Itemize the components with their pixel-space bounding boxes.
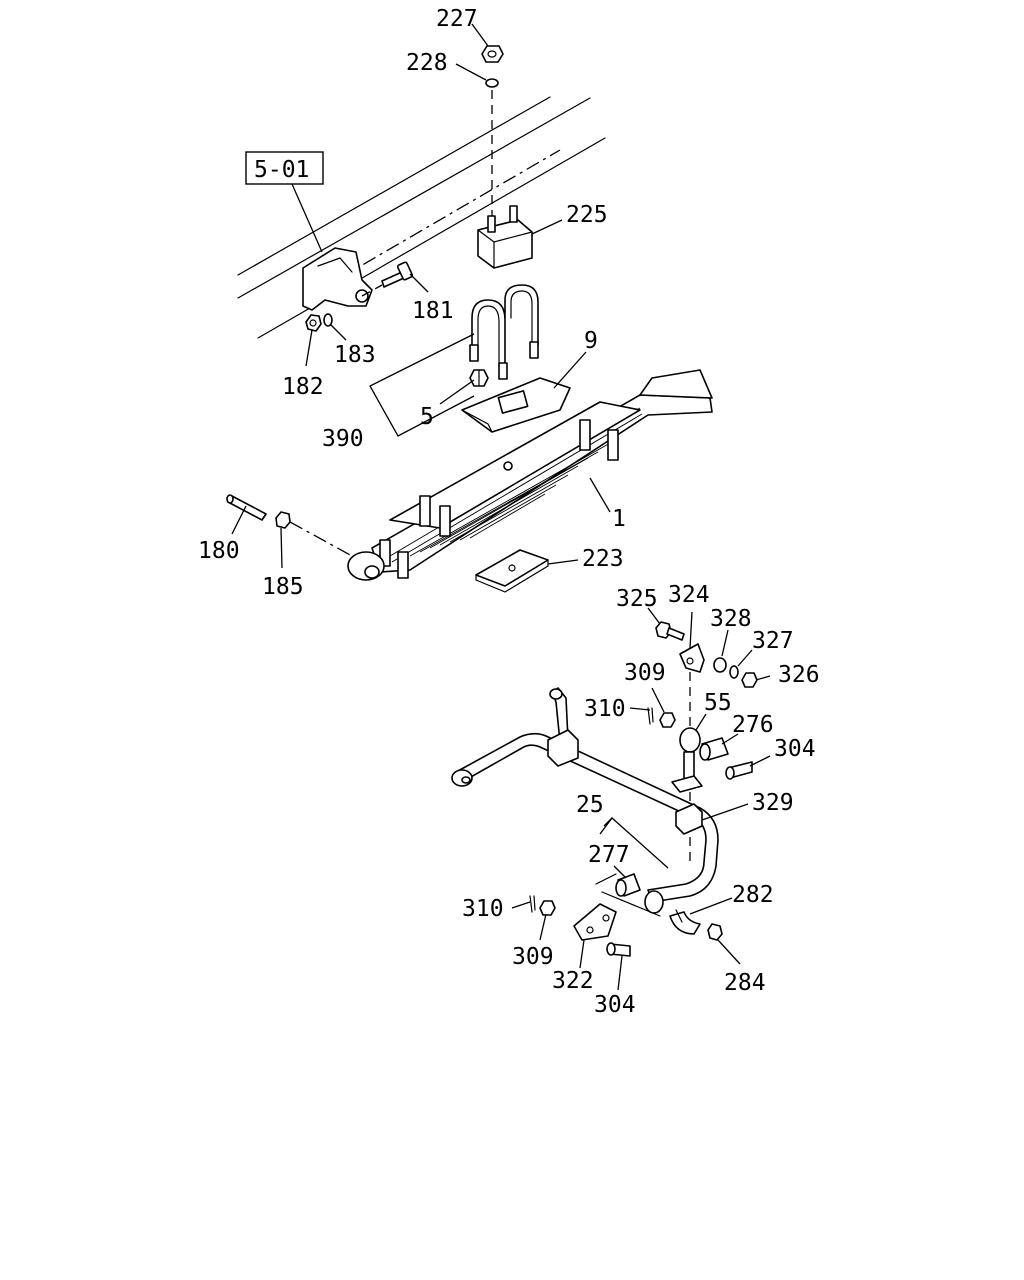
nut-309-upper (659, 712, 676, 728)
washer-328 (713, 657, 727, 673)
callout-181: 181 (412, 298, 454, 324)
bracket-322 (573, 903, 617, 941)
callout-276: 276 (732, 712, 774, 738)
callout-180: 180 (198, 538, 240, 564)
bolt-304-upper (725, 761, 753, 780)
bracket-324 (679, 643, 705, 673)
nut-5 (469, 369, 489, 387)
callout-183: 183 (334, 342, 376, 368)
callout-25: 25 (576, 792, 604, 818)
callout-5: 5 (420, 404, 434, 430)
clamp-282 (669, 909, 701, 935)
spring-hanger-bracket (302, 247, 373, 311)
callout-390: 390 (322, 426, 364, 452)
bolt-304-lower (606, 942, 631, 957)
callout-223: 223 (582, 546, 624, 572)
pin-180 (226, 494, 267, 521)
callout-325: 325 (616, 586, 658, 612)
nut-309-lower (539, 900, 556, 916)
callout-228: 228 (406, 50, 448, 76)
callout-329: 329 (752, 790, 794, 816)
callout-185: 185 (262, 574, 304, 600)
bolt-181 (361, 261, 414, 297)
callout-277: 277 (588, 842, 630, 868)
callout-310-lower: 310 (462, 896, 504, 922)
callout-309-upper: 309 (624, 660, 666, 686)
callout-324: 324 (668, 582, 710, 608)
pin-310-upper (647, 707, 654, 725)
callout-326: 326 (778, 662, 820, 688)
leaf-spring-1 (347, 369, 713, 581)
bushing-end (644, 890, 664, 914)
reference-box-5-01[interactable]: 5-01 (245, 151, 324, 253)
bolt-325 (655, 621, 685, 641)
pad-223 (475, 549, 549, 593)
nut-182 (305, 314, 322, 332)
bushing-277 (595, 873, 661, 917)
callout-225: 225 (566, 202, 608, 228)
stabilizer-bar (451, 687, 719, 903)
saddle-plate-9 (461, 377, 571, 433)
bumper-225 (477, 205, 533, 269)
callout-labels: 227 228 225 181 183 182 9 5 390 1 180 18… (198, 6, 820, 1018)
leader-lines (231, 23, 771, 991)
callout-327: 327 (752, 628, 794, 654)
bolt-284 (707, 923, 723, 941)
nut-326 (741, 672, 758, 688)
callout-322: 322 (552, 968, 594, 994)
callout-9: 9 (584, 328, 598, 354)
bolt-185 (275, 511, 353, 557)
callout-55: 55 (704, 690, 732, 716)
nut-227 (481, 45, 504, 63)
callout-227: 227 (436, 6, 478, 32)
callout-282: 282 (732, 882, 774, 908)
callout-304-lower: 304 (594, 992, 636, 1018)
washer-228 (485, 78, 499, 88)
callout-328: 328 (710, 606, 752, 632)
pin-310-lower (529, 895, 536, 913)
callout-182: 182 (282, 374, 324, 400)
reference-box-label: 5-01 (254, 157, 309, 183)
callout-304-upper: 304 (774, 736, 816, 762)
u-bolt-390 (469, 284, 539, 380)
callout-310-upper: 310 (584, 696, 626, 722)
link-55 (671, 727, 703, 793)
callout-284: 284 (724, 970, 766, 996)
callout-1: 1 (612, 506, 626, 532)
washer-183 (323, 313, 333, 327)
callout-309-lower: 309 (512, 944, 554, 970)
bushing-276 (699, 737, 729, 761)
washer-327 (729, 665, 739, 679)
